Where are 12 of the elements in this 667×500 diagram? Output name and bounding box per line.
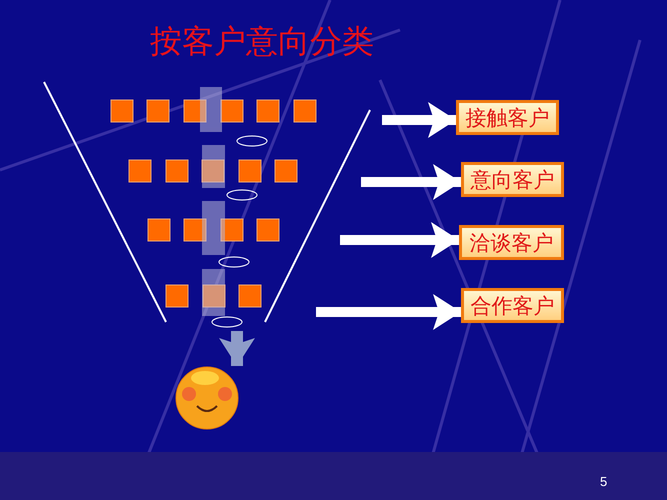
slide-title: 按客户意向分类 xyxy=(150,21,375,62)
arrow xyxy=(340,222,459,258)
arrow xyxy=(316,294,461,330)
category-box: 接触客户 xyxy=(456,100,559,135)
category-box: 意向客户 xyxy=(461,162,564,197)
arrow xyxy=(361,164,461,200)
arrow xyxy=(219,331,255,366)
category-box: 合作客户 xyxy=(461,288,564,323)
page-number: 5 xyxy=(600,474,608,489)
arrow xyxy=(382,102,456,138)
smiley-face-picture xyxy=(175,366,239,430)
category-box: 洽谈客户 xyxy=(459,225,564,260)
